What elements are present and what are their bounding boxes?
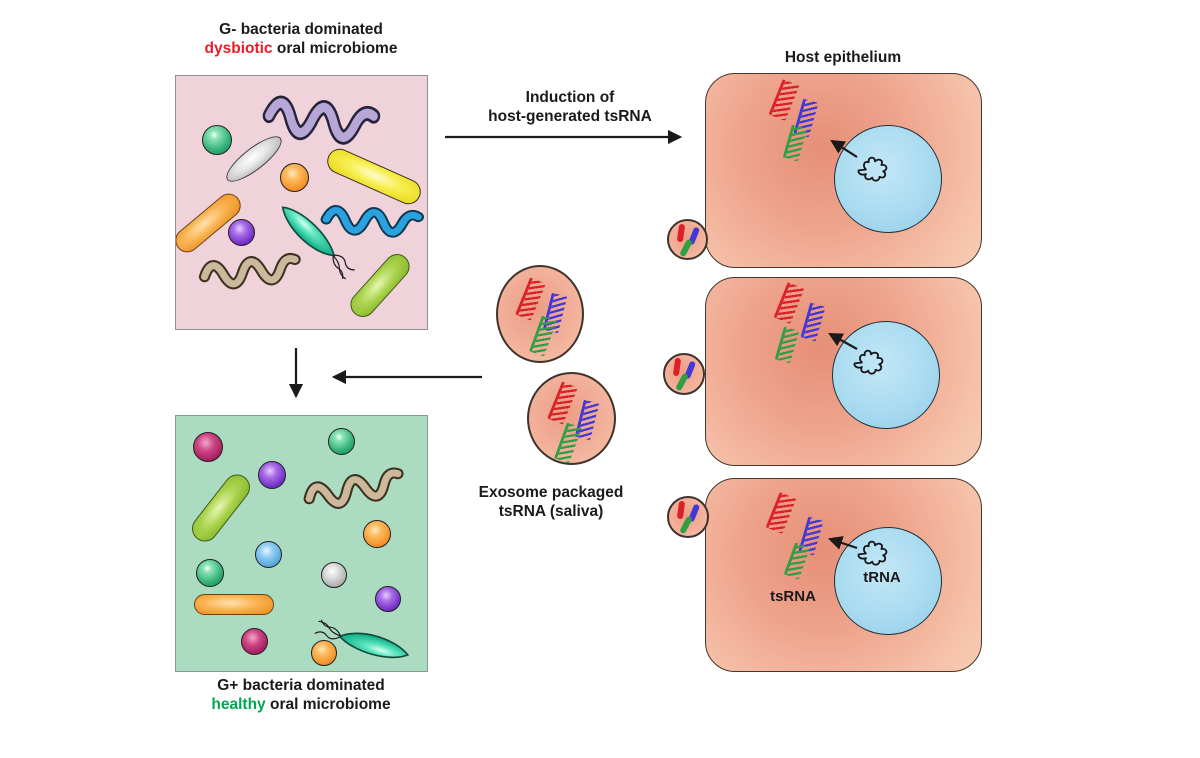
host-cell: [705, 277, 982, 466]
exosome-caption-line1: Exosome packaged: [478, 484, 624, 501]
healthy-word: healthy: [211, 696, 266, 713]
rod-bacterium: [194, 594, 274, 615]
coccus-bacterium: [193, 432, 223, 462]
spirochete-bacterium: [262, 95, 381, 145]
coccus-bacterium: [241, 628, 268, 655]
tsrna-label: tsRNA: [770, 588, 816, 605]
trna-icon: [857, 540, 888, 566]
healthy-microbiome-panel: [175, 415, 428, 672]
healthy-caption-rest: oral microbiome: [265, 696, 391, 713]
exosome: [663, 353, 705, 395]
dysbiotic-caption-line1: G- bacteria dominated: [219, 21, 383, 38]
exosome-caption-line2: tsRNA (saliva): [498, 503, 604, 520]
coccus-bacterium: [311, 640, 337, 666]
nucleus: [834, 125, 942, 233]
coccus-bacterium: [280, 163, 309, 192]
spirochete-bacterium: [303, 467, 404, 509]
coccus-bacterium: [363, 520, 391, 548]
dysbiotic-microbiome-panel: [175, 75, 428, 330]
coccus-bacterium: [328, 428, 355, 455]
spirochete-bacterium: [320, 205, 424, 238]
coccus-bacterium: [196, 559, 224, 587]
induction-caption: Induction of host-generated tsRNA: [470, 88, 670, 126]
induction-line1: Induction of: [525, 89, 615, 106]
coccus-bacterium: [375, 586, 401, 612]
coccus-bacterium: [202, 125, 232, 155]
trna-icon: [857, 156, 888, 182]
rod-bacterium: [186, 469, 256, 547]
trna-icon: [853, 349, 884, 375]
healthy-caption-line2: healthy oral microbiome: [151, 695, 451, 714]
fusiform-bacterium: [281, 206, 355, 280]
coccus-bacterium: [258, 461, 286, 489]
exosome-caption: Exosome packaged tsRNA (saliva): [451, 483, 651, 521]
host-cell: [705, 73, 982, 268]
trna-label: tRNA: [863, 569, 901, 586]
healthy-caption: G+ bacteria dominated healthy oral micro…: [151, 676, 451, 714]
coccus-bacterium: [321, 562, 347, 588]
rod-bacterium: [323, 144, 425, 209]
coccus-bacterium: [255, 541, 282, 568]
induction-line2: host-generated tsRNA: [488, 108, 652, 125]
healthy-caption-line1: G+ bacteria dominated: [217, 677, 385, 694]
host-epithelium-label: Host epithelium: [784, 49, 902, 66]
dysbiotic-caption: G- bacteria dominated dysbiotic oral mic…: [151, 20, 451, 58]
spirochete-bacterium: [198, 252, 301, 290]
dysbiotic-word: dysbiotic: [204, 40, 273, 57]
fusiform-bacterium: [314, 619, 410, 659]
dysbiotic-caption-line2: dysbiotic oral microbiome: [151, 39, 451, 58]
host-cell: tRNA tsRNA: [705, 478, 982, 672]
coccus-bacterium: [228, 219, 255, 246]
dysbiotic-caption-rest: oral microbiome: [272, 40, 398, 57]
